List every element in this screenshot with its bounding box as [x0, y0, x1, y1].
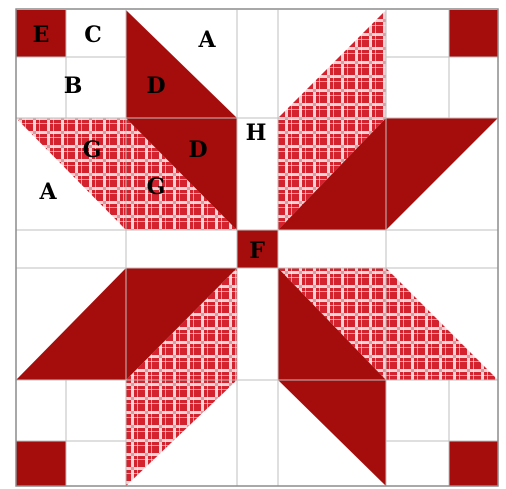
label-d-lower: D	[188, 137, 207, 163]
piece-e-top-right	[449, 10, 498, 57]
label-g-lower: G	[147, 174, 166, 200]
label-e: E	[33, 22, 50, 48]
label-d-upper: D	[146, 73, 165, 99]
label-g-upper: G	[83, 137, 102, 163]
piece-e-bottom-left	[16, 441, 66, 486]
label-a-top: A	[197, 27, 216, 53]
label-f: F	[249, 238, 265, 264]
label-b: B	[64, 73, 83, 99]
label-a-left: A	[38, 179, 57, 205]
label-c: C	[84, 22, 102, 48]
label-h: H	[246, 120, 267, 146]
piece-e-bottom-right	[449, 441, 498, 486]
